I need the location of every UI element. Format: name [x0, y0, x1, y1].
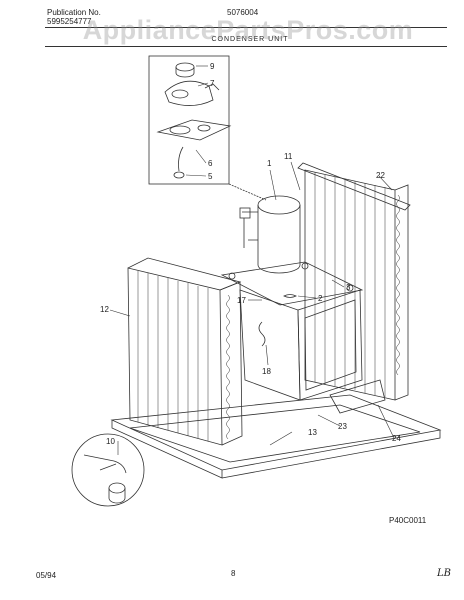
- callout-1: 1: [267, 159, 272, 168]
- callout-23: 23: [338, 422, 347, 431]
- part-seal-strip: [297, 162, 411, 211]
- callout-10: 10: [106, 437, 115, 446]
- callout-7: 7: [210, 79, 215, 88]
- part-grommet: [173, 171, 185, 179]
- publication-label: Publication No.: [47, 8, 101, 17]
- model-code: 5076004: [227, 8, 259, 17]
- publication-number: 5995254777: [47, 17, 92, 26]
- circle-detail: [71, 433, 145, 507]
- callout-13: 13: [308, 428, 317, 437]
- inset-detail-box: [148, 55, 230, 185]
- callout-12: 12: [100, 305, 109, 314]
- callout-2: 2: [318, 294, 323, 303]
- part-sensing-wire: [178, 146, 184, 172]
- callout-22: 22: [376, 171, 385, 180]
- section-title: CONDENSER UNIT: [211, 36, 289, 43]
- part-compressor: [257, 205, 301, 274]
- part-compressor-plate: [220, 261, 364, 306]
- part-base-pan: [110, 394, 442, 471]
- publication-date: 05/94: [36, 571, 57, 580]
- callout-3: 3: [346, 283, 351, 292]
- callout-24: 24: [392, 434, 401, 443]
- part-clamp: [83, 454, 127, 474]
- part-overload-cover: [175, 62, 195, 72]
- page-number: 8: [231, 569, 236, 578]
- part-bottom-bracket: [329, 379, 386, 414]
- reviewer-initials: LB: [437, 568, 451, 579]
- part-mounting-grommet: [283, 294, 297, 298]
- callout-11: 11: [284, 152, 293, 161]
- part-front-frame: [297, 289, 363, 401]
- watermark: AppliancePartsPros.com: [82, 15, 414, 45]
- callout-17: 17: [237, 296, 246, 305]
- callout-6: 6: [208, 159, 213, 168]
- part-overload-protector: [164, 80, 214, 106]
- callout-5: 5: [208, 172, 213, 181]
- callout-9: 9: [210, 62, 215, 71]
- part-discharge-tube: [258, 321, 266, 347]
- header-rule-top: [45, 27, 447, 28]
- header-rule-bottom: [45, 46, 447, 47]
- part-terminal-bracket: [156, 119, 232, 141]
- callout-18: 18: [262, 367, 271, 376]
- figure-code: P40C0011: [389, 516, 427, 525]
